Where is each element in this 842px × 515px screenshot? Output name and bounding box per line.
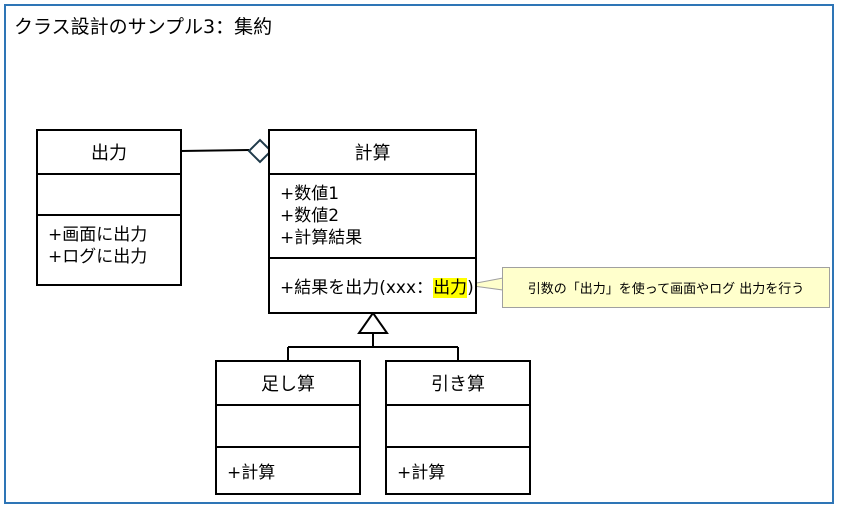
attribute: +計算結果 [280, 228, 363, 248]
attribute: +数値1 [280, 184, 340, 204]
class-output[interactable]: 出力 +画面に出力 +ログに出力 [36, 129, 182, 286]
method: +計算 [227, 463, 276, 483]
class-sub-attributes [387, 404, 529, 446]
class-output-attributes [38, 173, 180, 214]
highlighted-param-type: 出力 [433, 278, 468, 298]
aggregation-line [180, 149, 250, 152]
class-calc-name: 計算 [354, 143, 391, 164]
class-sub[interactable]: 引き算 +計算 [385, 360, 531, 495]
method-suffix: ) [467, 278, 474, 298]
class-output-methods: +画面に出力 +ログに出力 [38, 214, 180, 284]
class-sub-name: 引き算 [431, 374, 485, 395]
class-add-methods: +計算 [217, 446, 359, 493]
class-calc-methods: +結果を出力(xxx：出力) [270, 257, 475, 312]
class-calc[interactable]: 計算 +数値1 +数値2 +計算結果 +結果を出力(xxx：出力) [268, 129, 477, 314]
method: +画面に出力 [48, 225, 148, 245]
generalization-triangle [357, 311, 389, 334]
class-add-attributes [217, 404, 359, 446]
class-add[interactable]: 足し算 +計算 [215, 360, 361, 495]
method: +結果を出力(xxx：出力) [280, 277, 475, 299]
class-calc-attributes: +数値1 +数値2 +計算結果 [270, 173, 475, 257]
method: +ログに出力 [48, 247, 148, 267]
attribute: +数値2 [280, 206, 340, 226]
class-output-name: 出力 [91, 143, 127, 164]
class-sub-methods: +計算 [387, 446, 529, 493]
class-add-name: 足し算 [261, 374, 315, 395]
method-prefix: +結果を出力(xxx： [280, 278, 434, 298]
method: +計算 [397, 463, 446, 483]
callout-note: 引数の「出力」を使って画面やログ 出力を行う [502, 267, 830, 308]
diagram-title: クラス設計のサンプル3：集約 [14, 16, 273, 38]
